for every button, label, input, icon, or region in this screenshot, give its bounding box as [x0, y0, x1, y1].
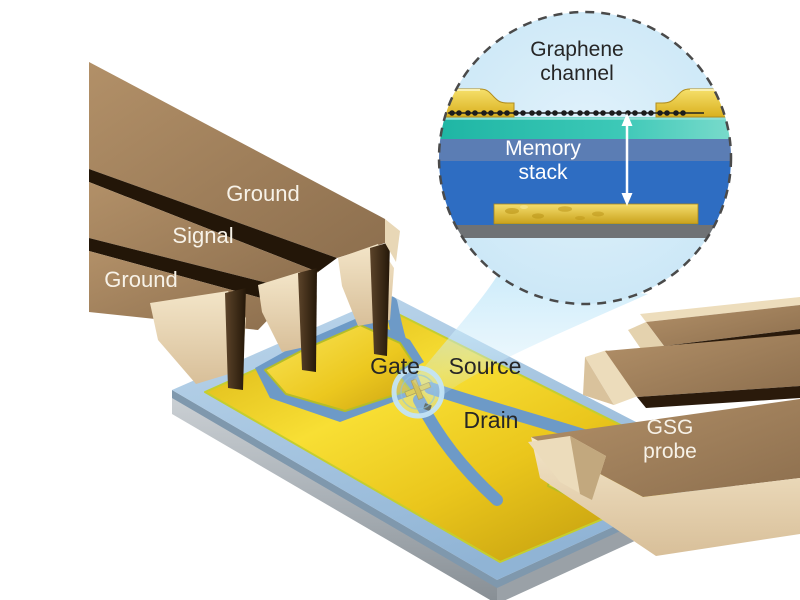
highlight-circle: [391, 365, 445, 419]
memory-stack-label-line2: stack: [518, 161, 568, 184]
graphene-channel-label-line2: channel: [540, 62, 614, 85]
right-gap-middle: [637, 386, 800, 408]
right-finger-middle: [605, 334, 800, 397]
left-needle-3: [225, 288, 246, 390]
memory-stack-label-line1: Memory: [505, 137, 581, 160]
right-finger-middle-end: [585, 350, 638, 405]
left-needle-1: [370, 242, 390, 356]
left-finger-ground-top: [89, 62, 385, 258]
inset-dashed-border: [437, 10, 733, 306]
magnifier-cone: [413, 276, 648, 403]
left-gap-2: [89, 238, 299, 304]
right-finger-top-tip: [628, 322, 664, 352]
channel-drain-ground: [413, 394, 503, 506]
substrate-side-strip-left: [172, 390, 497, 588]
source-label: Source: [449, 353, 522, 379]
right-slab-front: [531, 437, 800, 556]
right-probe-tip-middle: [583, 357, 614, 405]
memory-stack-layers: [439, 117, 731, 238]
left-tip-3: [150, 291, 246, 384]
left-needle-2: [298, 268, 317, 372]
layer-teal: [439, 117, 731, 139]
ground-top-label: Ground: [226, 181, 299, 206]
gsg-probe-label-line1: GSG: [647, 416, 694, 439]
graphene-atoms: [448, 110, 704, 116]
left-gap-1: [89, 169, 337, 272]
ground-bottom-label: Ground: [104, 267, 177, 292]
back-gate-bar: [493, 203, 699, 225]
layer-band: [439, 139, 731, 161]
signal-label: Signal: [172, 223, 233, 248]
right-probe: GSG probe: [528, 297, 800, 556]
gate-label: Gate: [370, 353, 420, 379]
layer-gray: [439, 225, 731, 238]
left-finger-signal: [89, 182, 318, 291]
right-finger-top: [646, 305, 800, 346]
drain-label: Drain: [464, 407, 519, 433]
right-probe-needle: [570, 436, 606, 500]
left-finger-1-endface: [385, 219, 400, 262]
right-finger-top-bevel: [640, 297, 800, 322]
thickness-arrow: [621, 113, 633, 206]
graphene-channel-label-line1: Graphene: [530, 38, 623, 61]
inset-magnified-view: Graphene channel Memory stack: [437, 10, 733, 306]
left-probe: Ground Signal Ground: [89, 62, 400, 390]
gsg-probe-label-line2: probe: [643, 440, 697, 463]
